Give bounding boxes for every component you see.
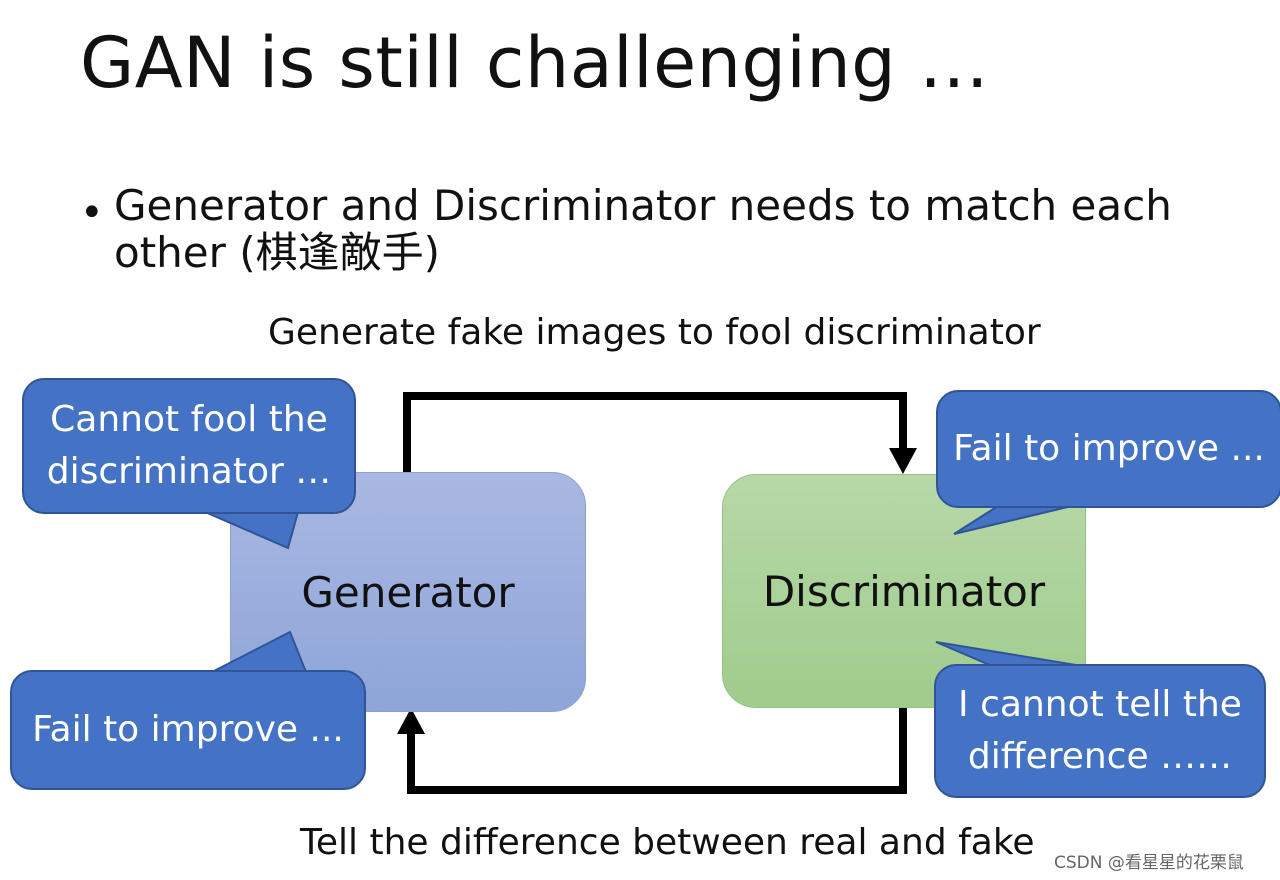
arrowhead-down	[889, 448, 917, 474]
caption-generate: Generate fake images to fool discriminat…	[268, 312, 1041, 353]
bubble-text-line: Fail to improve ...	[32, 709, 344, 750]
tail-discriminator-top	[953, 505, 1073, 535]
bubble-text-line: Fail to improve ...	[953, 428, 1265, 469]
bubble-text-line: difference ……	[967, 736, 1233, 777]
arrow-generator-to-discriminator	[403, 392, 907, 472]
bubble-generator-fail: Fail to improve ...	[10, 670, 366, 790]
slide-title: GAN is still challenging …	[80, 22, 990, 104]
bubble-discriminator-cannot-tell: I cannot tell the difference ……	[934, 664, 1266, 798]
bullet-text: Generator and Discriminator needs to mat…	[114, 181, 1172, 277]
tail-generator-bottom	[211, 630, 308, 673]
tail-discriminator-bottom	[935, 641, 1083, 667]
bubble-generator-cannot-fool: Cannot fool the discriminator …	[22, 378, 356, 514]
bubble-discriminator-fail: Fail to improve ...	[936, 390, 1280, 508]
bullet-marker: •	[80, 190, 104, 236]
arrow-discriminator-to-generator	[407, 706, 907, 794]
arrowhead-up	[397, 708, 425, 734]
bubble-text-line: discriminator …	[46, 451, 332, 492]
watermark: CSDN @看星星的花栗鼠	[1054, 853, 1244, 873]
discriminator-label: Discriminator	[762, 566, 1046, 616]
bubble-text-line: Cannot fool the	[50, 399, 328, 440]
bubble-text-line: I cannot tell the	[958, 684, 1242, 725]
generator-label: Generator	[301, 567, 515, 617]
caption-tell-difference: Tell the difference between real and fak…	[300, 822, 1035, 863]
tail-generator-top	[204, 511, 300, 550]
